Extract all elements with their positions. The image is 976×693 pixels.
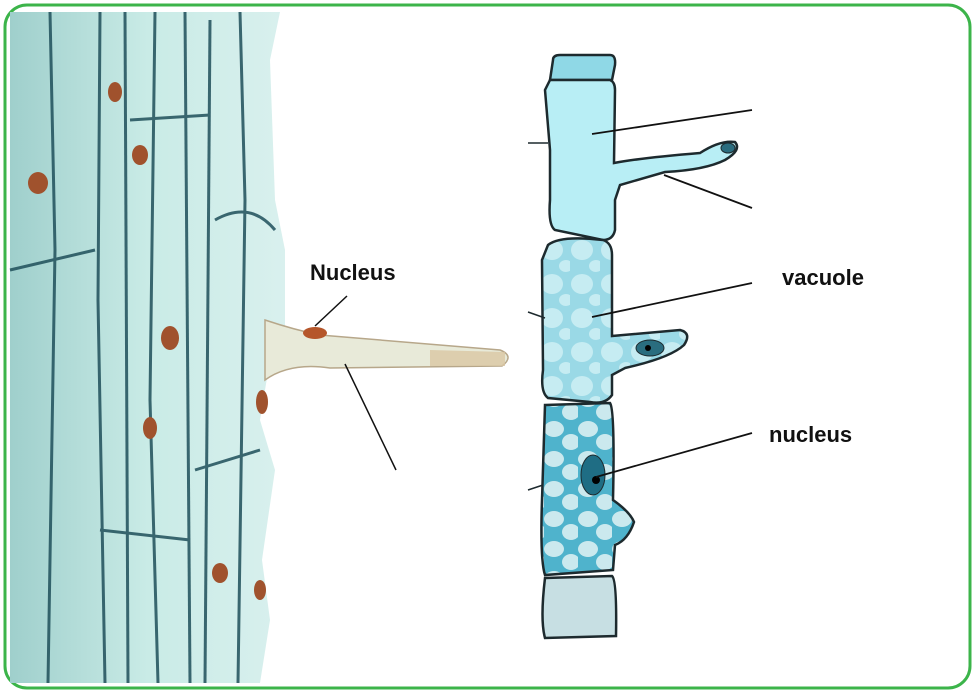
cell-young-hair	[543, 78, 739, 242]
cell-vacuolated	[540, 237, 689, 404]
drawing-leader-lines	[591, 109, 753, 478]
label-nucleus-photo: Nucleus	[310, 260, 396, 285]
root-hair-cells-drawing	[527, 53, 739, 640]
micrograph	[9, 11, 509, 684]
label-vacuole: vacuole	[782, 265, 864, 290]
label-nucleus: nucleus	[769, 422, 852, 447]
photo-nuclei	[28, 82, 268, 600]
cell-bottom	[541, 574, 618, 640]
photo-hair-nucleus	[303, 327, 327, 339]
cell-top	[548, 53, 617, 82]
photo-leader-lines	[314, 295, 397, 471]
